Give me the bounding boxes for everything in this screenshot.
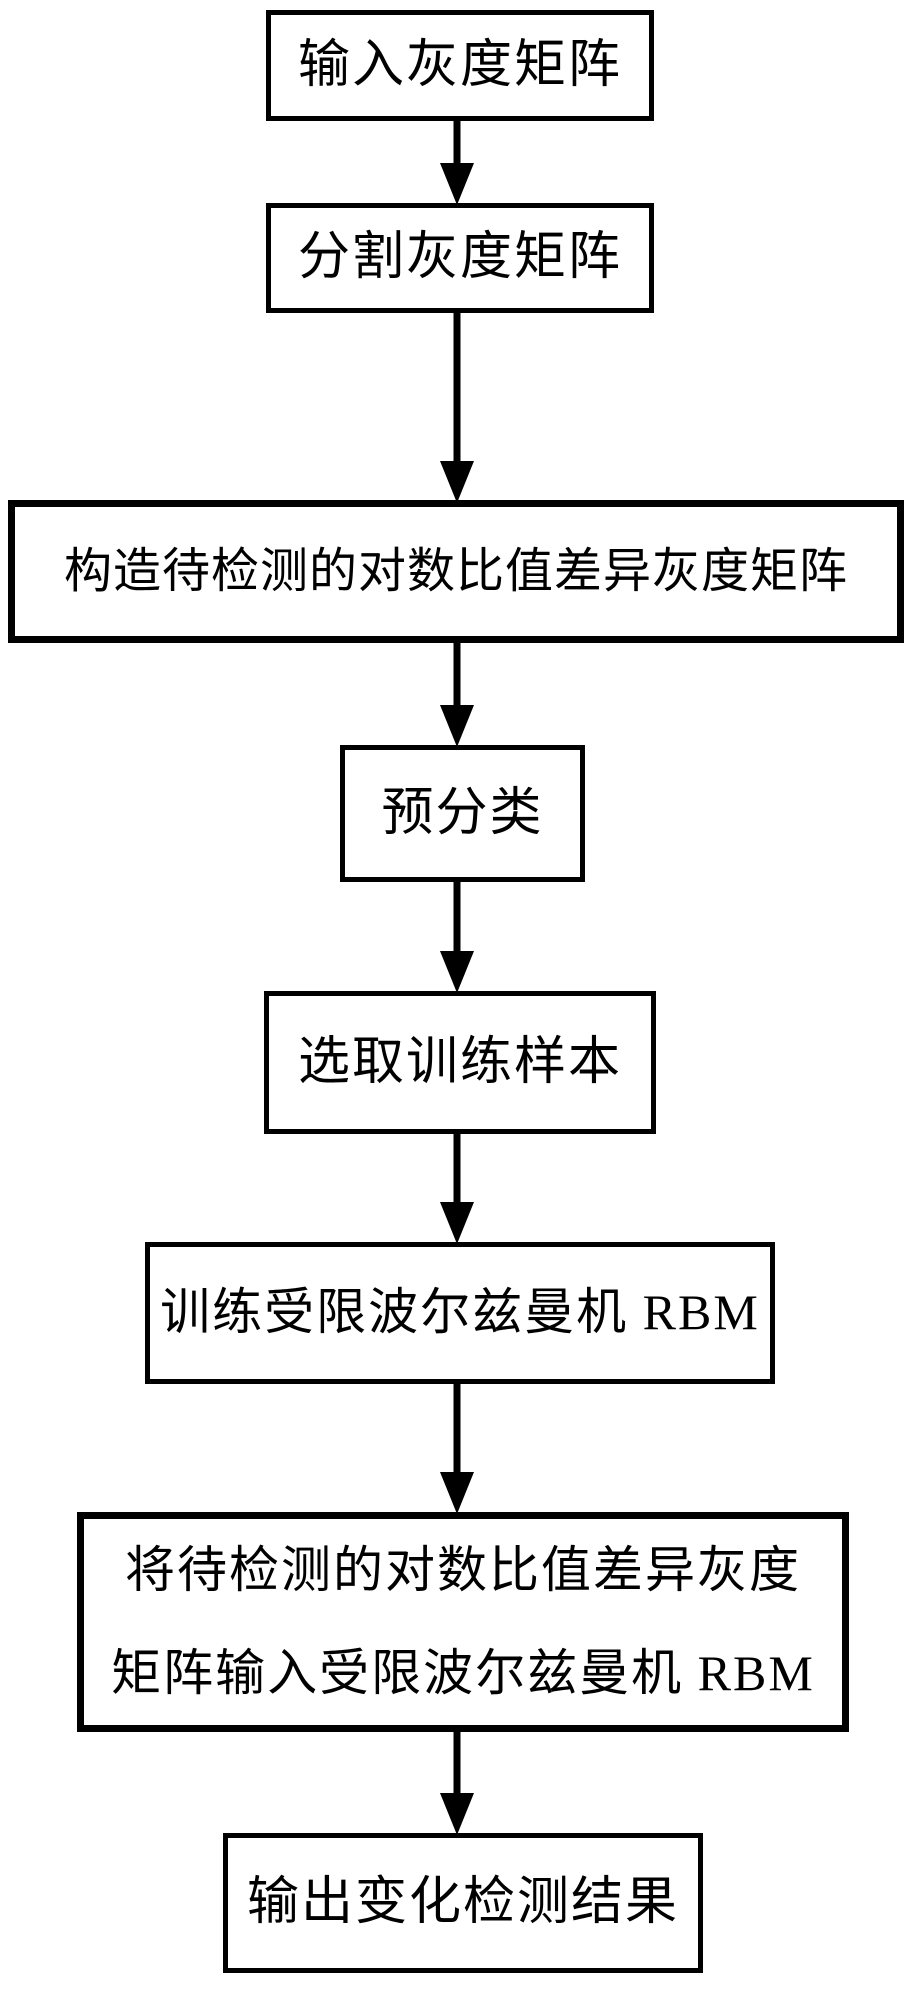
flow-node-input-matrix-into-rbm: 将待检测的对数比值差异灰度 矩阵输入受限波尔兹曼机 RBM [77,1512,849,1732]
flow-node-train-rbm: 训练受限波尔兹曼机 RBM [145,1242,775,1384]
arrow-head-icon [440,1202,474,1244]
flow-node-label-line-1: 将待检测的对数比值差异灰度 [125,1541,801,1598]
arrow-shaft [453,879,461,953]
flow-node-label: 选取训练样本 [297,1033,622,1091]
flow-node-label: 训练受限波尔兹曼机 RBM [160,1284,760,1341]
arrow-shaft [453,641,461,707]
flow-node-label: 预分类 [381,784,544,842]
flow-node-preclassify: 预分类 [340,745,585,882]
flow-arrow-2-3 [440,311,474,503]
arrow-shaft [453,1132,461,1204]
arrow-shaft [453,119,461,165]
flow-node-label: 输入灰度矩阵 [297,36,622,94]
flow-node-label: 输出变化检测结果 [246,1874,679,1932]
flow-arrow-6-7 [440,1382,474,1514]
flow-arrow-7-8 [440,1728,474,1835]
flow-arrow-1-2 [440,119,474,205]
flow-node-construct-log-ratio-difference-matrix: 构造待检测的对数比值差异灰度矩阵 [8,500,904,643]
arrow-head-icon [440,163,474,205]
flow-node-label-line-2: 矩阵输入受限波尔兹曼机 RBM [111,1645,815,1701]
flow-node-output-change-detection-result: 输出变化检测结果 [223,1833,703,1973]
flow-node-input-gray-matrix: 输入灰度矩阵 [266,10,654,121]
flow-arrow-5-6 [440,1132,474,1244]
arrow-shaft [453,1728,461,1795]
flow-node-split-gray-matrix: 分割灰度矩阵 [266,203,654,313]
flow-node-label: 构造待检测的对数比值差异灰度矩阵 [63,544,848,598]
arrow-head-icon [440,1793,474,1835]
arrow-head-icon [440,951,474,993]
arrow-shaft [453,311,461,463]
flow-node-label: 分割灰度矩阵 [297,229,622,287]
flow-arrow-4-5 [440,879,474,993]
arrow-head-icon [440,1472,474,1514]
arrow-head-icon [440,461,474,503]
flow-node-select-training-samples: 选取训练样本 [264,991,656,1134]
arrow-shaft [453,1382,461,1474]
flow-arrow-3-4 [440,641,474,747]
arrow-head-icon [440,705,474,747]
